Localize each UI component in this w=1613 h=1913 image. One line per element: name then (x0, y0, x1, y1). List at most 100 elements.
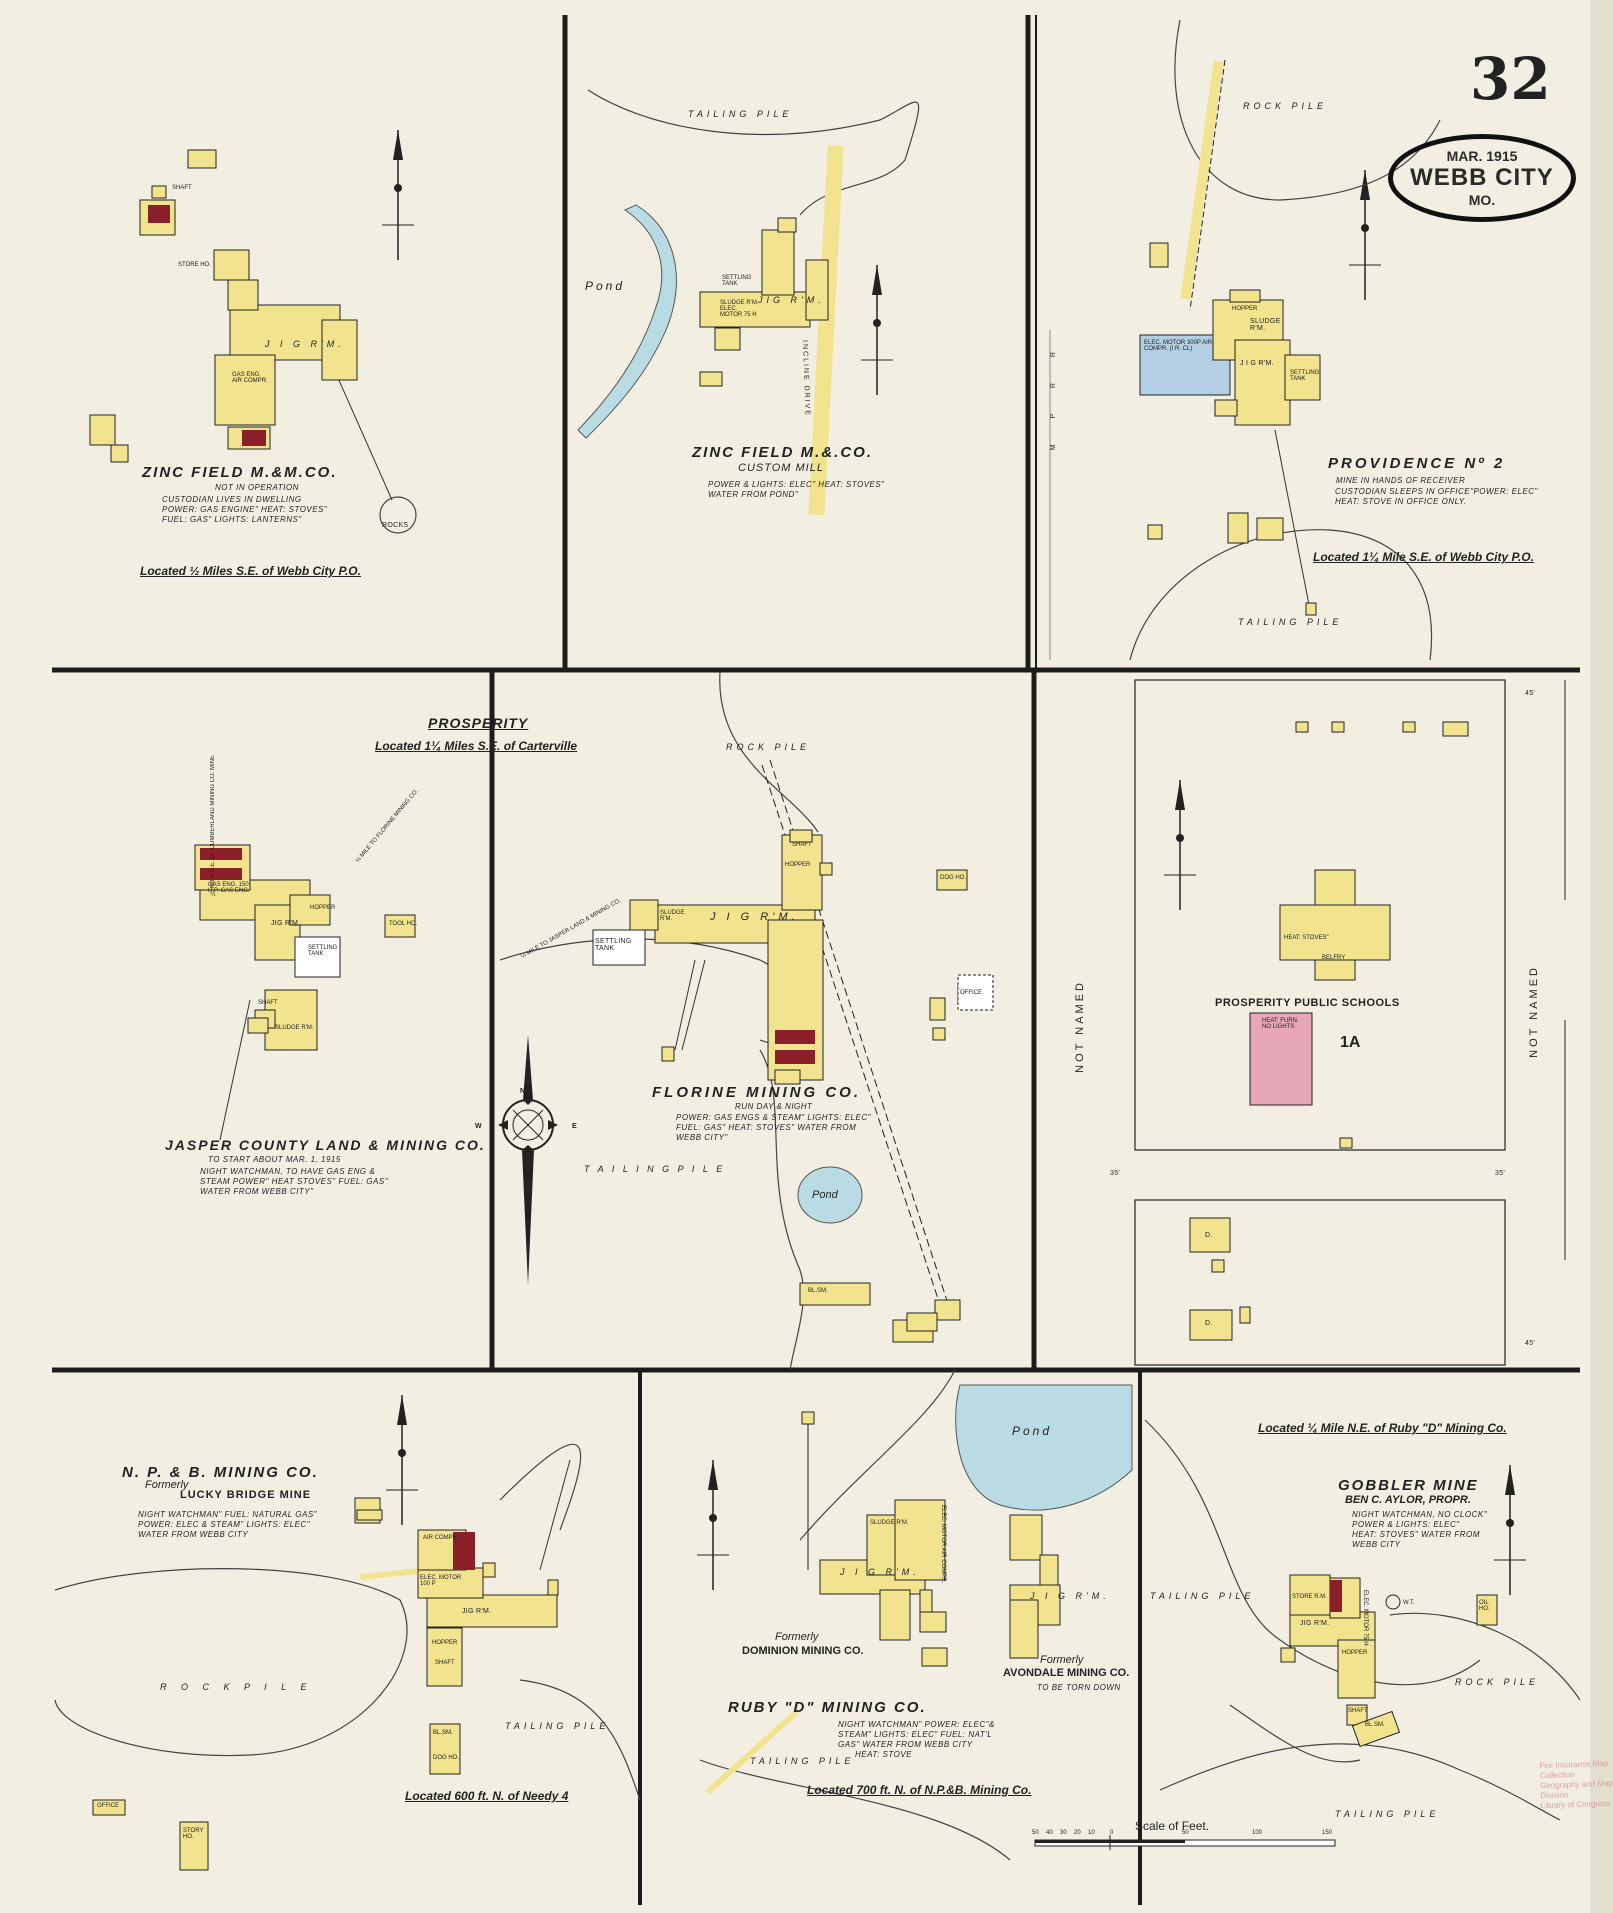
providence-name: PROVIDENCE Nº 2 (1328, 455, 1506, 472)
npb-hopper-label: HOPPER (432, 1640, 458, 1646)
npb-elec-label: ELEC. MOTOR 100 P (420, 1575, 462, 1587)
street-left-label: NOT NAMED (1074, 980, 1086, 1073)
buildings-providence (1139, 242, 1321, 616)
florine-settling-tank (592, 929, 646, 966)
gobbler-note-4: WEBB CITY (1352, 1540, 1401, 1549)
ruby-small-shed (801, 1411, 815, 1425)
ruby-note-3: GAS" WATER FROM WEBB CITY (838, 1740, 973, 1749)
ruby-note-4: HEAT: STOVE (855, 1750, 913, 1759)
jasper-note-3: WATER FROM WEBB CITY" (200, 1187, 314, 1196)
compass-west-label: W (475, 1123, 482, 1130)
custom-mill-jig-label: JIG R'M. (758, 295, 825, 305)
gobbler-note-3: HEAT: STOVES" WATER FROM (1352, 1530, 1480, 1539)
gobbler-water-tank (1385, 1594, 1401, 1610)
sheet-city: WEBB CITY (1410, 164, 1554, 191)
scale-tick: 10 (1088, 1830, 1095, 1836)
npb-office-label: OFFICE (97, 1803, 119, 1809)
florine-pond-label: Pond (812, 1189, 838, 1201)
tramway-lines (219, 359, 1311, 1571)
sheet-state: MO. (1468, 192, 1496, 208)
npb-note-3: WATER FROM WEBB CITY (138, 1530, 249, 1539)
zinc-field-store-label: STORE HO. (178, 262, 211, 268)
scale-tick: 20 (1074, 1830, 1081, 1836)
ruby-note-2: STEAM" LIGHTS: ELEC" FUEL: NAT'L (838, 1730, 993, 1739)
gobbler-name: GOBBLER MINE (1338, 1477, 1479, 1494)
florine-note-2: FUEL: GAS" HEAT: STOVES" WATER FROM (676, 1123, 857, 1132)
prosperity-header-location: Located 1¼ Miles S.E. of Carterville (375, 739, 578, 753)
florine-sludge-label: SLUDGE R'M. (660, 910, 685, 922)
schools-name: PROSPERITY PUBLIC SCHOOLS (1215, 997, 1400, 1009)
gobbler-wt-label: W.T. (1403, 1600, 1415, 1606)
zinc-field-note-3: FUEL: GAS" LIGHTS: LANTERNS" (162, 515, 302, 524)
florine-shed (957, 974, 994, 1011)
ruby-location: Located 700 ft. N. of N.P.&B. Mining Co. (807, 1783, 1032, 1797)
gobbler-jig-label: JIG R'M. (1300, 1620, 1330, 1627)
providence-settling-label: SETTLING TANK (1290, 370, 1320, 382)
boiler-florine-2 (775, 1050, 815, 1064)
paper-edge (1590, 0, 1613, 1913)
jasper-status: TO START ABOUT MAR. 1, 1915 (208, 1155, 341, 1164)
schools-depth-right: 35' (1495, 1170, 1506, 1177)
npb-jig-label: JIG R'M. (462, 1608, 492, 1615)
ruby-tailing-label: TAILING PILE (750, 1756, 855, 1766)
zinc-field-engine-label: GAS ENG. AIR COMPR. (232, 372, 268, 384)
ruby-elec-label: ELEC. MOTOR AIR COMPR. (940, 1505, 946, 1584)
stamp-line-2: Geography and Map Division (1539, 1778, 1613, 1801)
compass-rose-icon (498, 1035, 558, 1285)
zinc-field-jig-label: J I G R'M. (265, 339, 345, 349)
gobbler-hopper-label: HOPPER (1342, 1650, 1368, 1656)
buildings-gobbler (1280, 1574, 1498, 1748)
jasper-jig-label: JIG R'M. (271, 920, 301, 927)
zinc-field-note-1: CUSTODIAN LIVES IN DWELLING (162, 495, 302, 504)
npb-formerly-name: LUCKY BRIDGE MINE (180, 1489, 312, 1501)
scale-bar (1034, 1835, 1336, 1850)
ruby-sludge-label: SLUDGE R'M. (870, 1520, 909, 1526)
custom-mill-tailing-label: TAILING PILE (688, 109, 793, 119)
boiler-npb (453, 1532, 475, 1570)
jasper-sludge-label: SLUDGE R'M. (275, 1025, 314, 1031)
gobbler-tailing2-label: TAILING PILE (1335, 1809, 1440, 1819)
jasper-tool-label: TOOL HO. (389, 921, 418, 927)
sheet-number: 32 (1470, 45, 1551, 113)
florine-blsm-label: BL.SM. (808, 1288, 828, 1294)
custom-mill-settling-label: SETTLING TANK (722, 275, 752, 287)
schools-heat-label: HEAT: STOVES" (1284, 935, 1329, 941)
ruby-jig2-label: J I G R'M. (1030, 1591, 1110, 1601)
gobbler-store-label: STORE R.M. (1292, 1594, 1327, 1600)
scale-tick: 50 (1182, 1830, 1189, 1836)
custom-mill-note-2: WATER FROM POND" (708, 490, 799, 499)
custom-mill-pond-label: Pond (585, 279, 626, 293)
schools-heatfurn-label: HEAT: FURN. NO LIGHTS (1262, 1018, 1299, 1030)
custom-mill-name: ZINC FIELD M.&.CO. (692, 444, 873, 461)
npb-air-label: AIR COMPR. (423, 1535, 459, 1541)
jasper-settling-label: SETTLING TANK (308, 945, 338, 957)
scale-title: Scale of Feet. (1135, 1819, 1210, 1833)
zinc-field-note-2: POWER: GAS ENGINE" HEAT: STOVES" (162, 505, 328, 514)
panel-frame (52, 15, 1580, 1905)
ruby-jig-label: J I G R'M. (840, 1567, 920, 1577)
school-buildings (1189, 721, 1469, 1341)
ruby-dominion-label: DOMINION MINING CO. (742, 1645, 864, 1657)
gobbler-note-1: NIGHT WATCHMAN, NO CLOCK" (1352, 1510, 1488, 1519)
florine-note-1: POWER: GAS ENGS & STEAM" LIGHTS: ELEC" (676, 1113, 871, 1122)
pond-florine (797, 1166, 863, 1224)
custom-mill-note-1: POWER & LIGHTS: ELEC" HEAT: STOVES" (708, 480, 885, 489)
zinc-field-location: Located ½ Miles S.E. of Webb City P.O. (140, 564, 361, 578)
gobbler-owner: BEN C. AYLOR, PROPR. (1345, 1494, 1471, 1506)
scale-tick: 100 (1252, 1830, 1263, 1836)
npb-location: Located 600 ft. N. of Needy 4 (405, 1789, 569, 1803)
jasper-engine-label: GAS ENG. 150 H.P. GAS ENG. (208, 882, 250, 894)
library-stamp: Fire Insurance Map Collection Geography … (1539, 1759, 1613, 1812)
pond-custom-mill (577, 204, 677, 439)
scale-tick: 0 (1110, 1830, 1114, 1836)
scale-tick: 50 (1032, 1830, 1039, 1836)
boiler-zinc-1 (148, 205, 170, 223)
providence-location: Located 1¼ Mile S.E. of Webb City P.O. (1313, 550, 1534, 564)
boiler-zinc-2 (242, 430, 266, 446)
pond-ruby (955, 1384, 1133, 1511)
gobbler-oil-label: OIL HO. (1479, 1600, 1490, 1612)
ruby-avondale-label: AVONDALE MINING CO. (1003, 1667, 1130, 1679)
gobbler-note-2: POWER & LIGHTS: ELEC" (1352, 1520, 1460, 1529)
florine-hopper-label: HOPPER (785, 862, 811, 868)
